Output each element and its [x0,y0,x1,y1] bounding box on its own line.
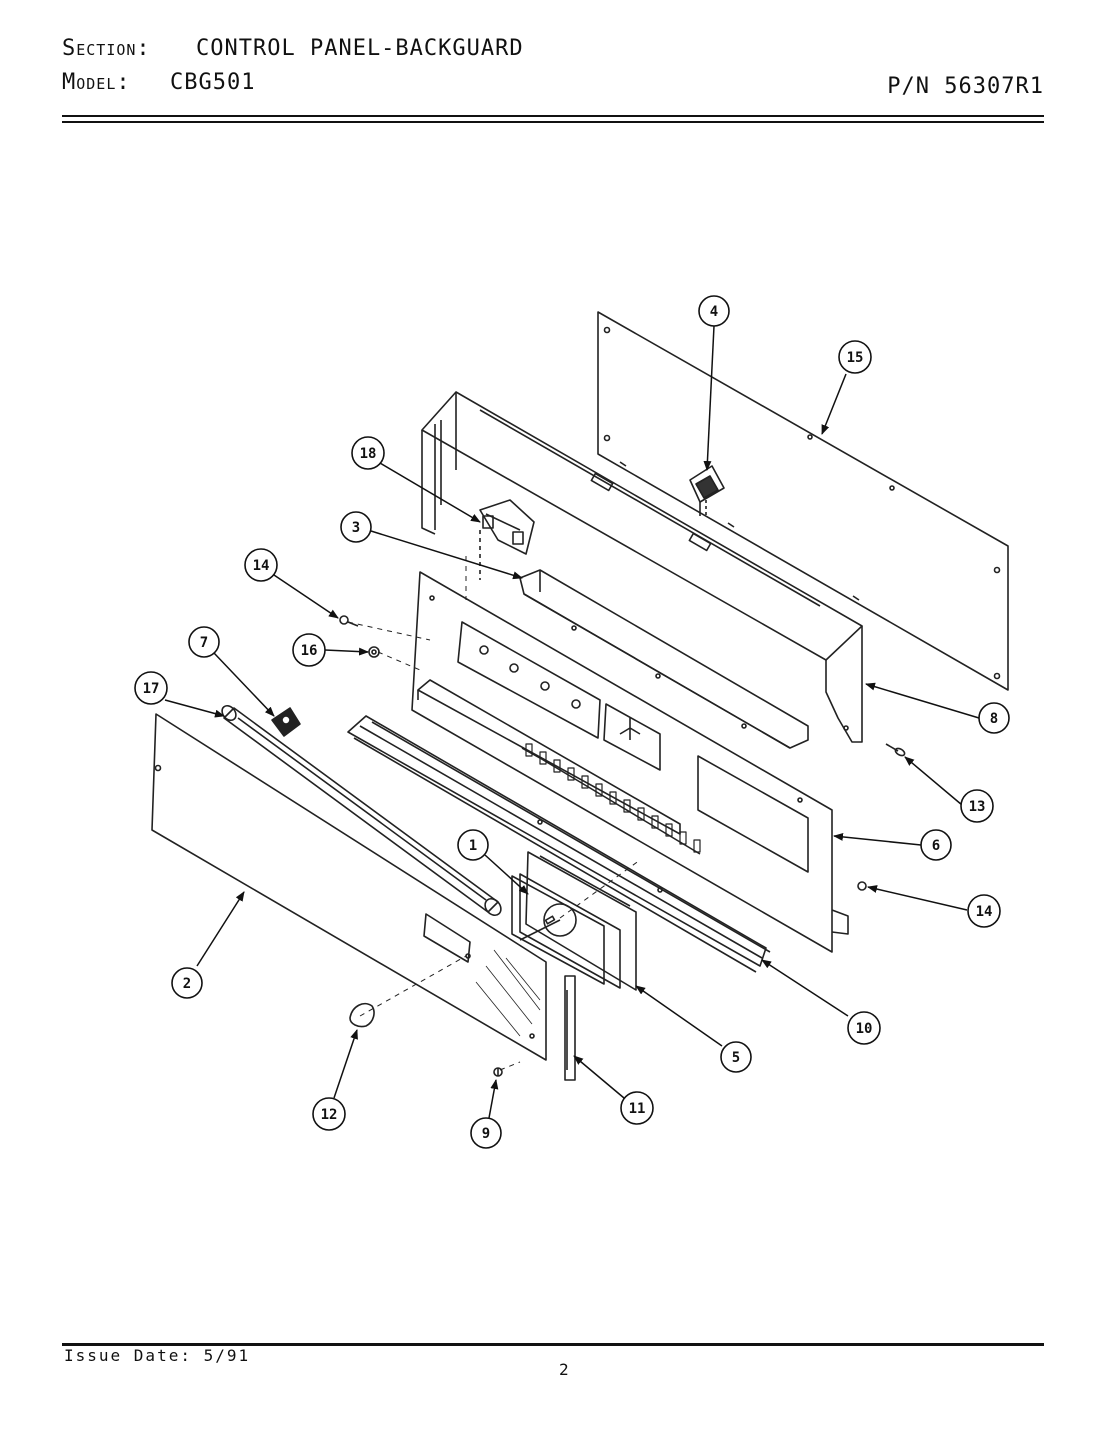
trim-bracket [417,679,681,835]
washer [368,646,380,658]
callout-18: 18 [351,436,385,470]
model-label: Model: [62,70,131,95]
header-rule-top [62,115,1044,117]
control-panel [411,571,849,953]
callout-6: 6 [920,829,952,861]
footer-rule [62,1343,1044,1346]
callout-11-label: 11 [629,1101,646,1117]
terminal-block [479,499,535,580]
callout-11: 11 [620,1091,654,1125]
callout-3-label: 3 [352,520,360,536]
control-knob [271,707,301,737]
page-number: 2 [559,1360,571,1379]
callout-13-label: 13 [969,799,986,815]
rod [564,975,576,1081]
callout-16: 16 [292,633,326,667]
callout-1-label: 1 [469,838,477,854]
callout-14-upper-label: 14 [253,558,270,574]
small-screw [493,1067,503,1077]
callout-17: 17 [134,671,168,705]
light-lens [349,1002,375,1028]
callout-5-label: 5 [732,1050,740,1066]
callout-17-label: 17 [143,681,160,697]
callout-8: 8 [978,702,1010,734]
callout-10-label: 10 [856,1021,873,1037]
callout-1: 1 [457,829,489,861]
callout-2: 2 [171,967,203,999]
callout-14-upper: 14 [244,548,278,582]
clock-housing [511,851,637,991]
callout-14-lower-label: 14 [976,904,993,920]
callout-9-label: 9 [482,1126,490,1142]
callout-7: 7 [188,626,220,658]
model-number: CBG501 [170,70,256,95]
section-label: Section: [62,36,151,61]
screw-lower-right [857,881,867,891]
callout-3: 3 [340,511,372,543]
callout-10: 10 [847,1011,881,1045]
part-number: P/N 56307R1 [887,74,1044,99]
callout-16-label: 16 [301,643,318,659]
callout-15: 15 [838,340,872,374]
callout-9: 9 [470,1117,502,1149]
section-title: CONTROL PANEL-BACKGUARD [196,36,524,61]
callout-14-lower: 14 [967,894,1001,928]
callout-13: 13 [960,789,994,823]
rear-cover-panel [597,311,1009,691]
callout-2-label: 2 [183,976,191,992]
callout-12: 12 [312,1097,346,1131]
callout-4-label: 4 [710,304,718,320]
channel-strip [347,715,771,973]
callout-7-label: 7 [200,635,208,651]
callout-4: 4 [698,295,730,327]
header-rule-bottom [62,121,1044,123]
front-glass-panel [151,713,547,1061]
backguard-housing [421,391,863,743]
fluorescent-tube [221,704,502,917]
callout-6-label: 6 [932,838,940,854]
callout-12-label: 12 [321,1107,338,1123]
screw-upper-left [339,615,359,627]
issue-date: Issue Date: 5/91 [64,1346,251,1365]
callout-8-label: 8 [990,711,998,727]
alignment-lines [347,556,641,1071]
callout-15-label: 15 [847,350,864,366]
mounting-screw [885,743,906,757]
mounting-bracket [519,569,809,749]
callout-5: 5 [720,1041,752,1073]
callout-18-label: 18 [360,446,377,462]
callout-leaders [164,325,980,1119]
